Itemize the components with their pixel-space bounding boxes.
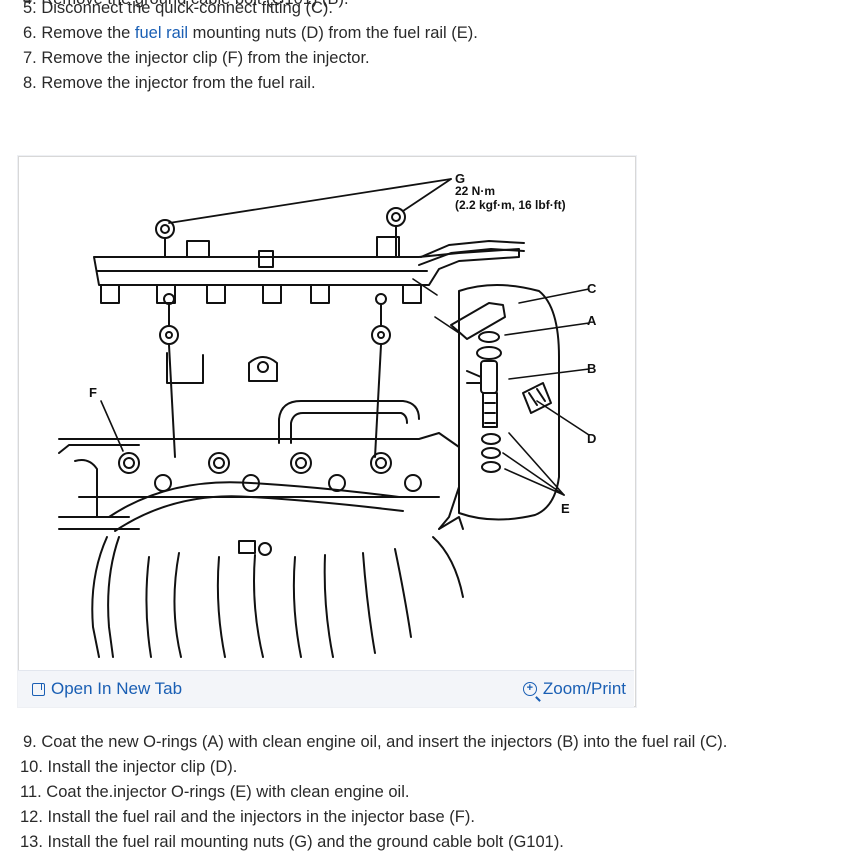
step-12: 12. Install the fuel rail and the inject… [20,808,475,826]
label-f: F [89,385,97,400]
label-c: C [587,281,597,296]
open-new-tab-icon [32,682,45,696]
step-10: 10. Install the injector clip (D). [20,758,238,776]
step-11: 11. Coat the.injector O-rings (E) with c… [20,783,410,801]
step-8: 8. Remove the injector from the fuel rai… [23,74,316,92]
step-9: 9. Coat the new O-rings (A) with clean e… [23,733,728,751]
fuel-rail-link[interactable]: fuel rail [134,24,189,42]
step-6-post: mounting nuts (D) from the fuel rail (E)… [188,24,478,42]
diagram-card: G 22 N·m (2.2 kgf·m, 16 lbf·ft) C A B D … [18,156,636,707]
step-6-pre: 6. Remove the [23,24,135,42]
step-13: 13. Install the fuel rail mounting nuts … [20,833,564,851]
label-b: B [587,361,596,376]
installation-steps: 9. Coat the new O-rings (A) with clean e… [20,730,727,855]
label-e: E [561,501,570,516]
truncated-step: 4. Remove the ground cable bolt (G101) (… [23,0,349,12]
step-7: 7. Remove the injector clip (F) from the… [23,49,370,67]
step-5: 5. Disconnect the quick-connect fitting … [23,0,333,17]
step-6: 6. Remove the fuel rail mounting nuts (D… [23,21,478,46]
label-d: D [587,431,596,446]
fuel-injector-diagram[interactable]: G 22 N·m (2.2 kgf·m, 16 lbf·ft) C A B D … [19,157,635,671]
label-torque-kgf: (2.2 kgf·m, 16 lbf·ft) [455,198,566,212]
open-in-new-tab-label: Open In New Tab [51,679,183,698]
label-a: A [587,313,597,328]
zoom-print-link[interactable]: + Zoom/Print [522,679,626,699]
open-in-new-tab-link[interactable]: Open In New Tab [32,679,182,699]
fuel-rail-shape [93,248,520,286]
zoom-icon: + [522,682,537,696]
figure-actions: Open In New Tab + Zoom/Print [18,670,634,707]
diagram-labels: G 22 N·m (2.2 kgf·m, 16 lbf·ft) C A B D … [89,171,597,516]
label-g: G [455,171,465,186]
label-torque-nm: 22 N·m [455,184,495,198]
zoom-print-label: Zoom/Print [542,679,626,698]
removal-steps: 5. Disconnect the quick-connect fitting … [23,0,478,96]
